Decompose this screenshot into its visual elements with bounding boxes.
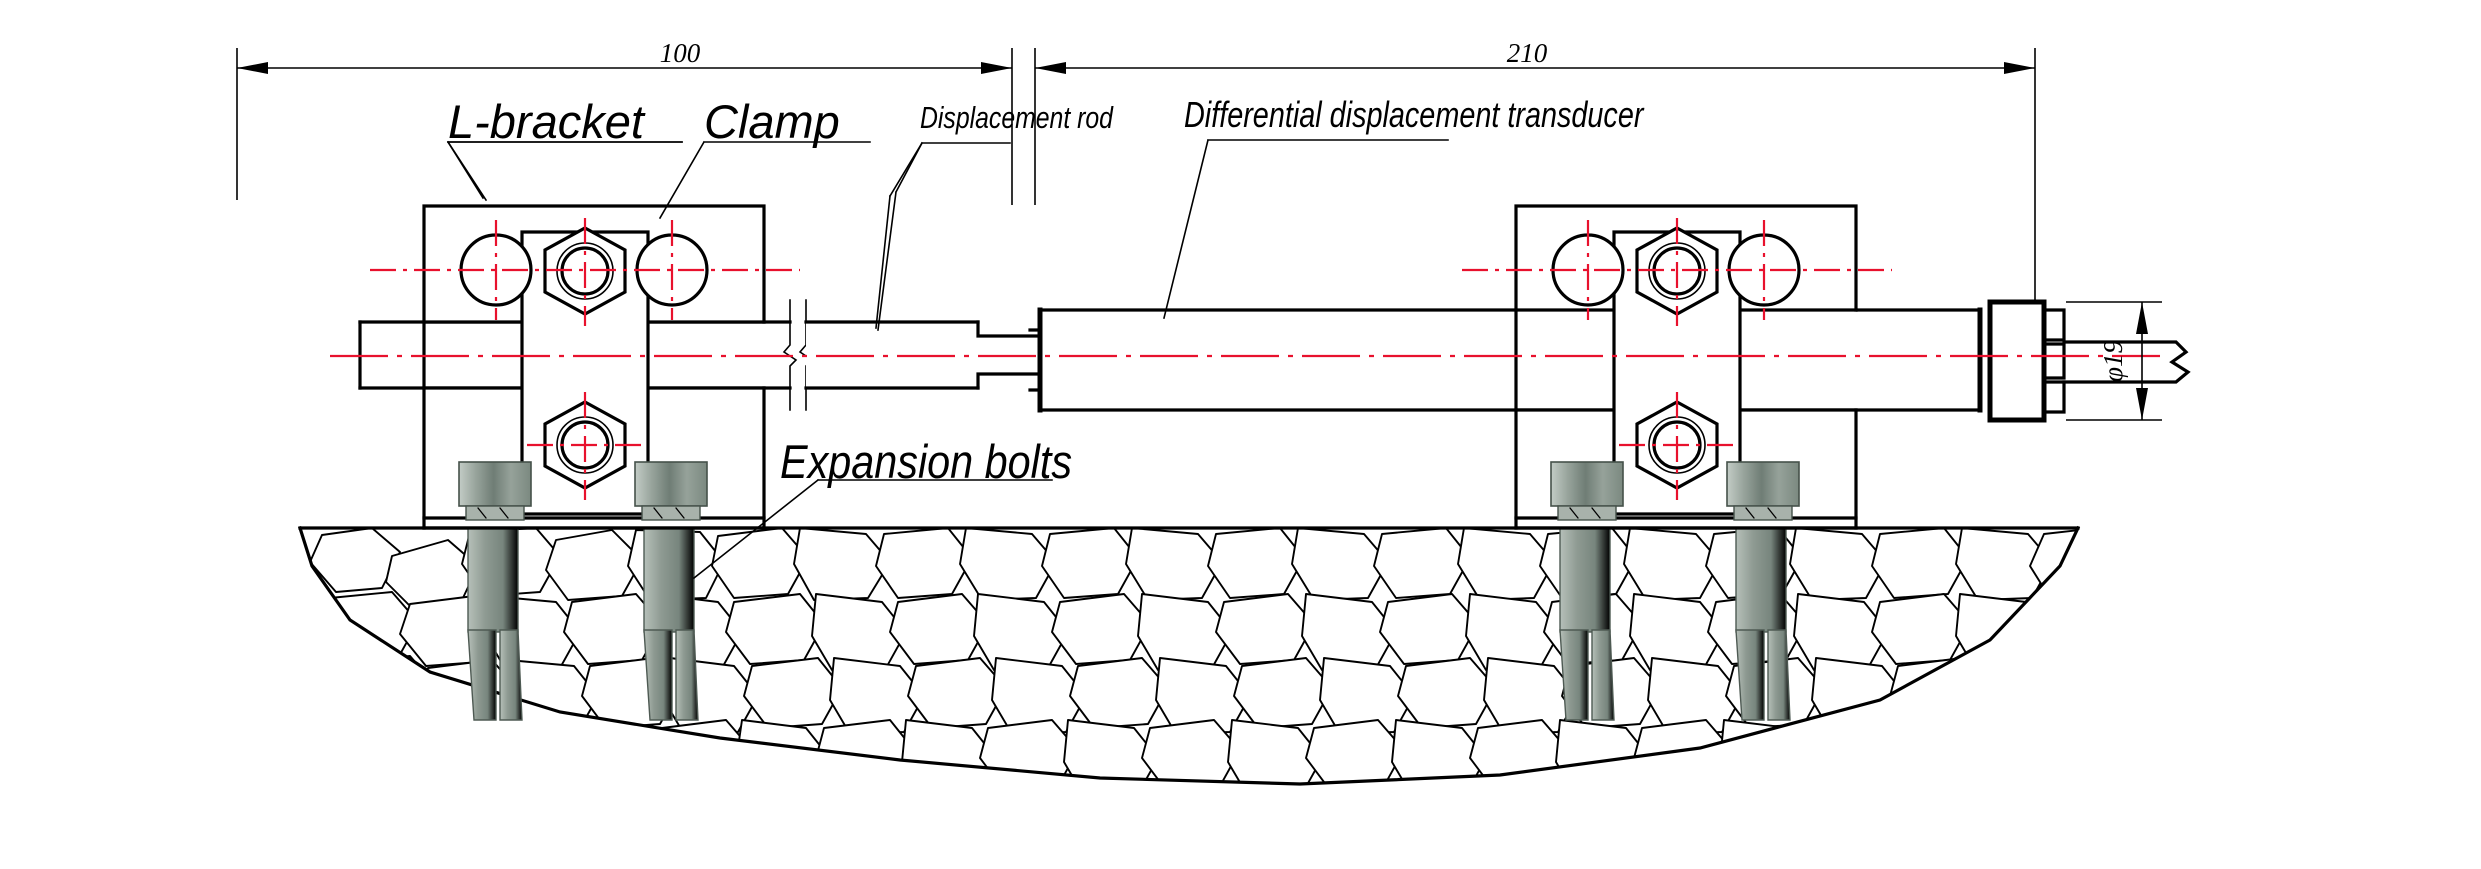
left-bolt-head-2 — [634, 461, 708, 521]
dimension-phi19-text: φ19 — [2098, 340, 2128, 382]
leader-expansion-bolts — [692, 478, 1053, 580]
leader-displacement-rod — [877, 141, 1011, 331]
right-bracket-assembly — [1462, 204, 1892, 530]
transducer-end-collar — [1987, 299, 2047, 423]
left-expansion-bolt-2 — [643, 527, 699, 721]
dimension-210-text: 210 — [1507, 38, 1548, 68]
leader-clamp — [658, 140, 871, 220]
differential-displacement-transducer-body — [1028, 299, 2191, 423]
right-bolt-head-1 — [1550, 461, 1624, 521]
dimension-210: 210 — [1034, 38, 2036, 300]
right-l-bracket-outline — [1514, 204, 1858, 530]
left-expansion-bolt-1 — [467, 527, 523, 721]
left-bracket-assembly — [370, 204, 800, 530]
foundation-section — [297, 525, 2081, 786]
leader-l-bracket — [446, 140, 683, 202]
right-expansion-bolt-2 — [1735, 527, 1791, 721]
leader-lines — [446, 139, 1449, 580]
transducer-connector — [2042, 308, 2066, 414]
dimension-phi19: φ19 — [2066, 301, 2162, 421]
signal-cable — [2062, 340, 2191, 384]
left-l-bracket-outline — [422, 204, 766, 530]
left-bolt-head-1 — [458, 461, 532, 521]
dimension-100: 100 — [236, 38, 1013, 205]
leader-transducer — [1163, 139, 1449, 319]
right-expansion-bolt-1 — [1559, 527, 1615, 721]
foundation-outline — [297, 525, 2081, 786]
right-bolt-head-2 — [1726, 461, 1800, 521]
dimension-100-text: 100 — [660, 38, 701, 68]
